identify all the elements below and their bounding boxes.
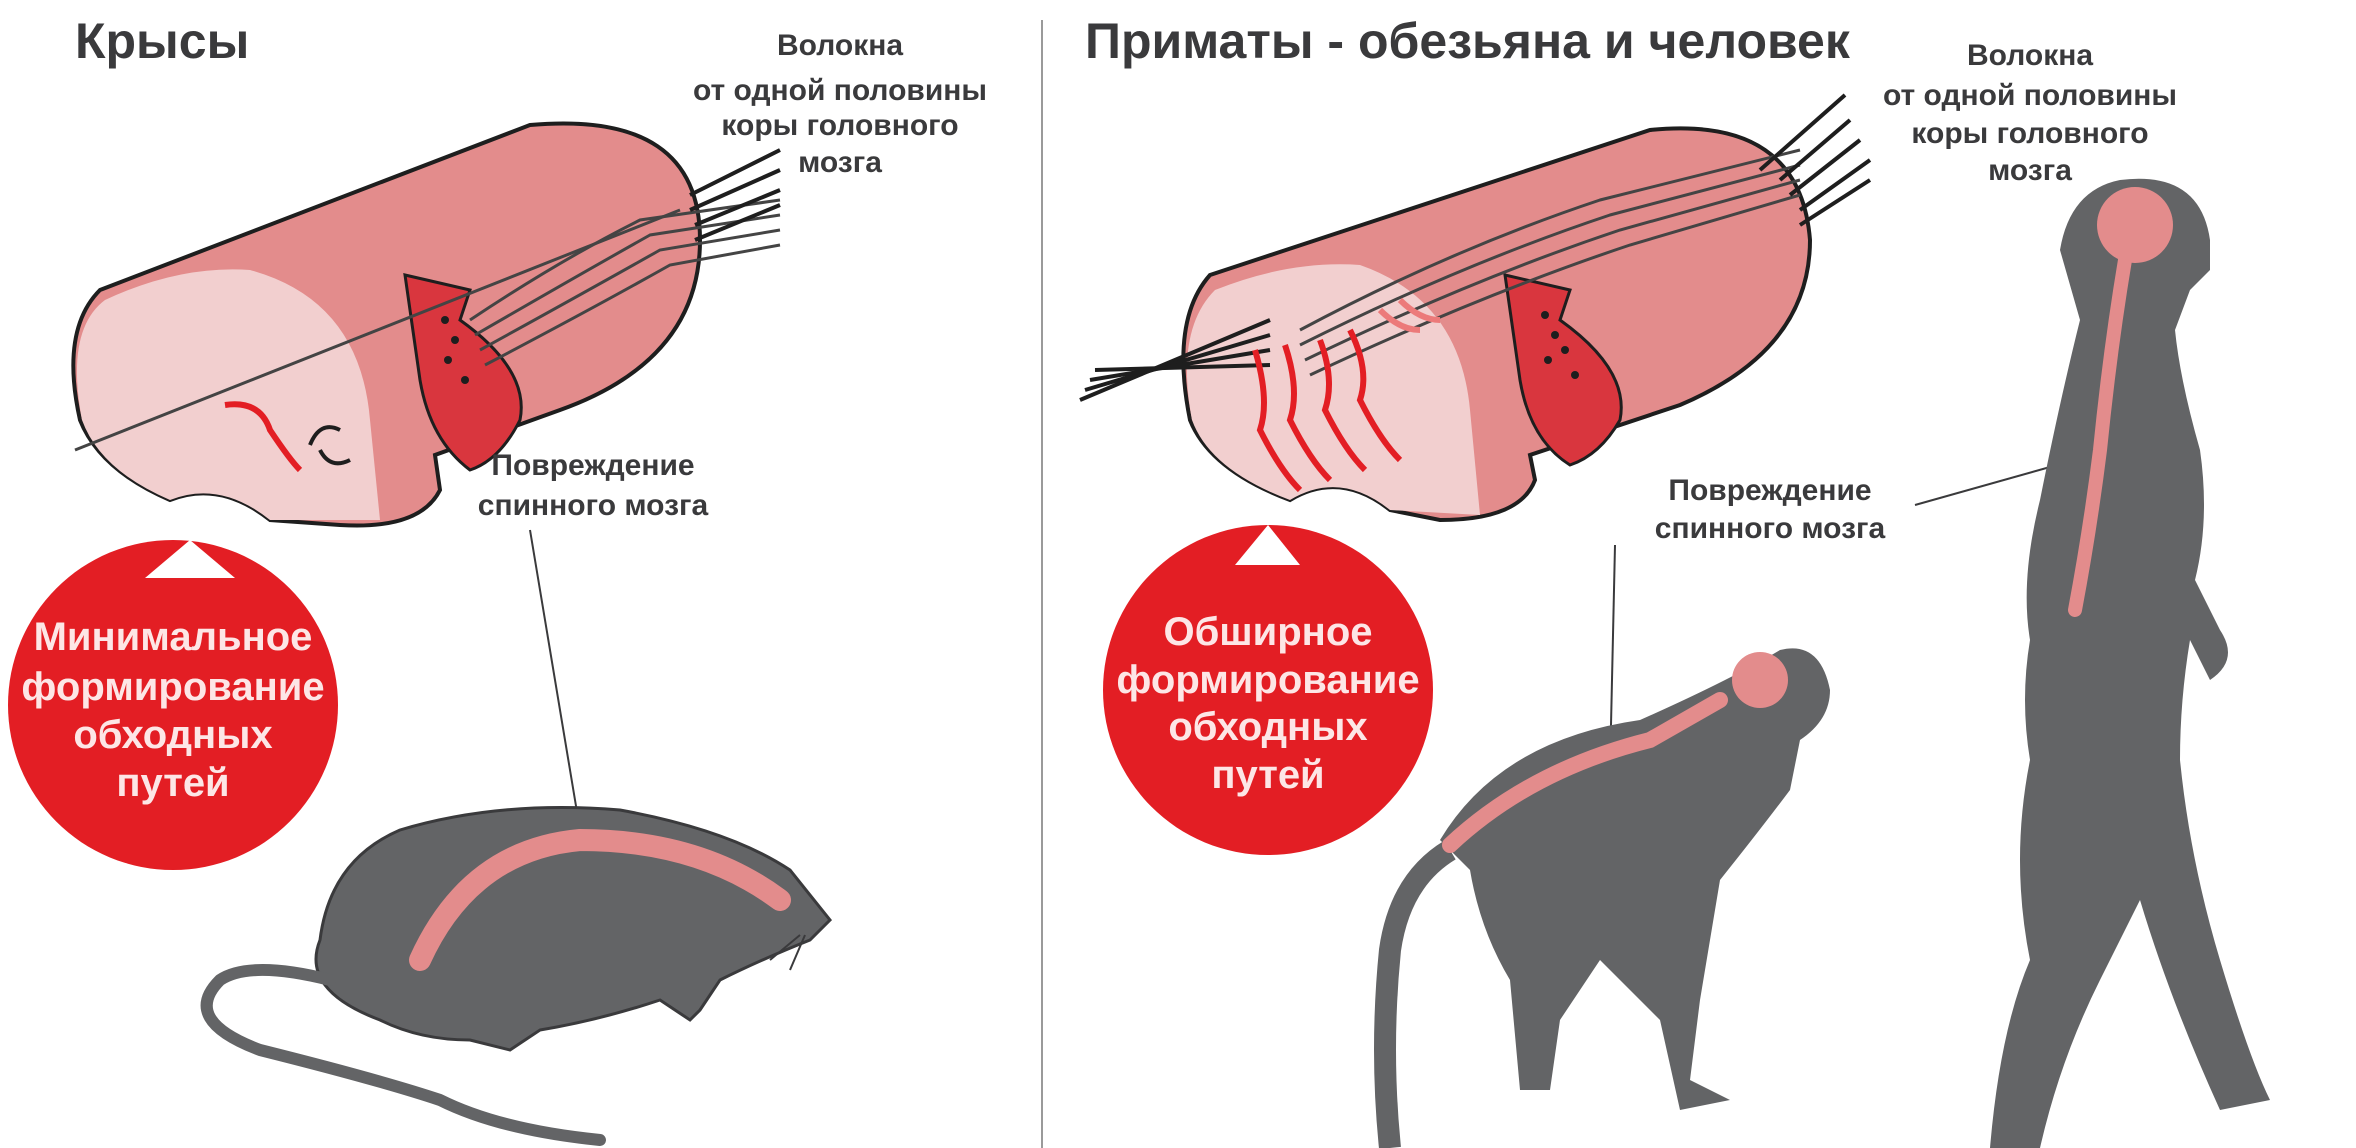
svg-text:спинного мозга: спинного мозга bbox=[478, 489, 709, 522]
triangle-up-icon bbox=[145, 540, 235, 578]
right-outcome-badge: Обширное формирование обходных путей bbox=[1103, 525, 1433, 855]
svg-text:формирование: формирование bbox=[1116, 658, 1419, 702]
svg-text:Волокна: Волокна bbox=[777, 29, 903, 62]
right-fibers-label: Волокна от одной половины коры головного… bbox=[1883, 39, 2177, 187]
right-title: Приматы - обезьяна и человек bbox=[1085, 13, 1851, 69]
left-title: Крысы bbox=[75, 13, 249, 69]
rat-silhouette bbox=[200, 806, 833, 1146]
right-injury-label: Повреждение спинного мозга bbox=[1655, 474, 1886, 545]
monkey-silhouette bbox=[1374, 648, 1830, 1148]
svg-text:Повреждение: Повреждение bbox=[491, 449, 694, 482]
left-injury-pointer bbox=[529, 529, 581, 831]
rat-spinal-cord-illustration bbox=[71, 121, 781, 528]
human-silhouette bbox=[1990, 178, 2270, 1148]
svg-text:мозга: мозга bbox=[798, 146, 882, 179]
svg-text:путей: путей bbox=[116, 761, 229, 805]
svg-text:обходных: обходных bbox=[73, 713, 272, 757]
svg-text:спинного мозга: спинного мозга bbox=[1655, 512, 1886, 545]
left-injury-label: Повреждение спинного мозга bbox=[478, 449, 709, 522]
svg-text:Волокна: Волокна bbox=[1967, 39, 2093, 72]
svg-text:коры головного: коры головного bbox=[721, 109, 958, 142]
primate-spinal-cord-illustration bbox=[1079, 93, 1872, 523]
svg-text:путей: путей bbox=[1211, 753, 1324, 797]
svg-text:обходных: обходных bbox=[1168, 705, 1367, 749]
svg-text:формирование: формирование bbox=[21, 665, 324, 709]
triangle-up-icon bbox=[1235, 525, 1300, 565]
svg-text:Минимальное: Минимальное bbox=[34, 615, 313, 659]
left-outcome-badge: Минимальное формирование обходных путей bbox=[8, 540, 338, 870]
svg-text:от одной половины: от одной половины bbox=[693, 74, 987, 107]
svg-text:от одной половины: от одной половины bbox=[1883, 79, 2177, 112]
svg-text:Обширное: Обширное bbox=[1163, 610, 1372, 654]
svg-text:мозга: мозга bbox=[1988, 154, 2072, 187]
svg-text:коры головного: коры головного bbox=[1911, 117, 2148, 150]
svg-text:Повреждение: Повреждение bbox=[1668, 474, 1871, 507]
left-fibers-label: Волокна от одной половины коры головного… bbox=[693, 29, 987, 179]
